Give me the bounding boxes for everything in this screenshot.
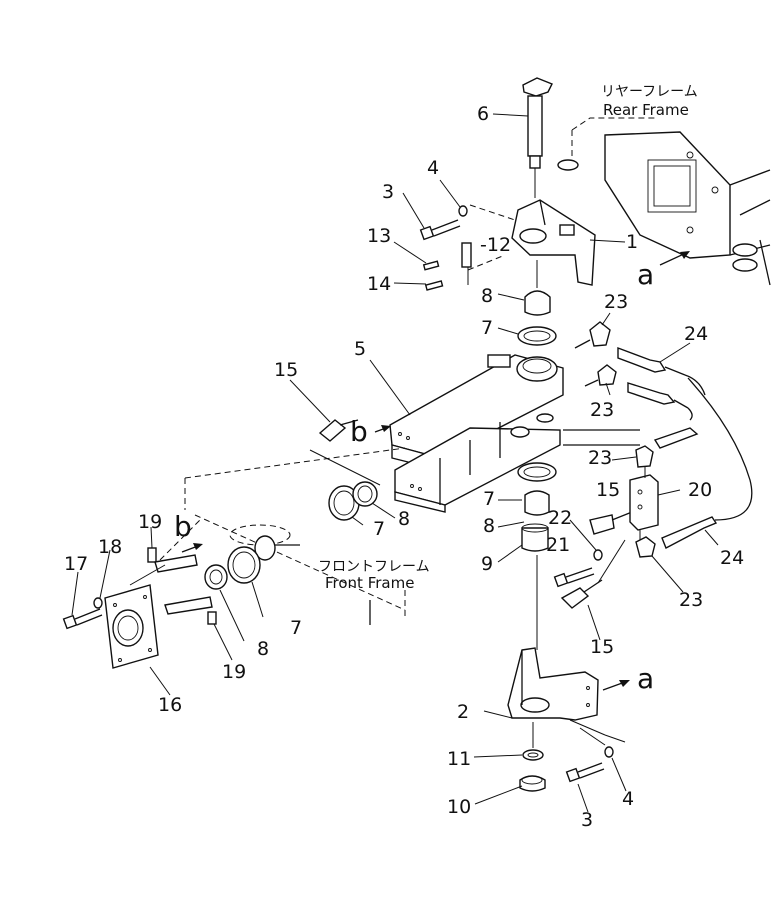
retainer-16: [104, 564, 166, 669]
label-part-4-bottom: 4: [622, 788, 634, 810]
label-part-8-lower: 8: [257, 638, 269, 660]
label-part-8-left: 8: [398, 508, 410, 530]
label-part-15-left: 15: [274, 359, 298, 381]
rear-frame-label-jp: リヤーフレーム: [601, 84, 698, 100]
label-part-8-mid: 8: [483, 515, 495, 537]
bolt-17: [62, 608, 103, 630]
bolt-21: [553, 567, 595, 588]
label-part-15-mid: 15: [596, 479, 620, 501]
label-part-21: 21: [546, 534, 570, 556]
bolt-3-bottom: [565, 762, 605, 783]
ref-b-left: b: [174, 510, 192, 543]
hose-24-bottom: [661, 516, 718, 549]
fitting-15-mid: [589, 511, 633, 535]
lower-bracket: [507, 647, 599, 721]
arrow-a-bottom: [602, 680, 630, 691]
arrow-a-top: [659, 251, 690, 266]
label-part-22: 22: [548, 507, 572, 529]
arrow-b-left: [181, 543, 203, 553]
shims-19: [147, 547, 217, 625]
fitting-15-bottom: [560, 539, 626, 609]
label-part-19-top: 19: [138, 511, 162, 533]
part-labels: 6 4 3 1 13 -12 14 8 7 23 24 5 15 23 23 2…: [64, 103, 744, 831]
label-part-12: -12: [480, 234, 511, 256]
label-part-4-top: 4: [427, 157, 439, 179]
fitting-23-mid: [584, 364, 617, 387]
block-20: [629, 474, 659, 545]
label-part-24-bottom: 24: [720, 547, 744, 569]
label-part-17: 17: [64, 553, 88, 575]
lock-washer-11: [522, 749, 544, 761]
label-part-23-d: 23: [679, 589, 703, 611]
label-part-10: 10: [447, 796, 471, 818]
center-frame: [389, 354, 640, 513]
front-frame: [159, 447, 406, 625]
ref-b-mid: b: [350, 415, 368, 448]
label-part-20: 20: [688, 479, 712, 501]
rear-frame-label-en: Rear Frame: [603, 101, 689, 119]
ref-a-bottom: a: [637, 662, 654, 695]
pin-14: [424, 280, 444, 291]
hose-24-top: [617, 346, 753, 521]
side-bushings: [328, 481, 378, 521]
label-part-3-bottom: 3: [581, 809, 593, 831]
pin-12: [461, 242, 472, 268]
label-part-3-top: 3: [382, 181, 394, 203]
arrow-b-mid: [374, 425, 391, 433]
label-part-13: 13: [367, 225, 391, 247]
label-part-18: 18: [98, 536, 122, 558]
label-part-7-left: 7: [373, 518, 385, 540]
fitting-23-upper: [574, 321, 611, 349]
label-part-1: 1: [626, 231, 638, 253]
fitting-23-block-top: [635, 445, 654, 478]
label-part-15-bottom: 15: [590, 636, 614, 658]
label-part-24-top: 24: [684, 323, 708, 345]
label-part-14: 14: [367, 273, 391, 295]
fitting-23-block-bottom: [635, 536, 656, 558]
label-part-9: 9: [481, 553, 493, 575]
label-part-23-b: 23: [590, 399, 614, 421]
ref-a-top: a: [637, 258, 654, 291]
label-part-7-mid: 7: [483, 488, 495, 510]
leader-lines: [71, 113, 719, 813]
upper-bushings: [517, 260, 557, 346]
bolt-3-top: [419, 219, 461, 241]
label-part-5: 5: [354, 338, 366, 360]
label-part-7-lower: 7: [290, 617, 302, 639]
front-bushings: [204, 546, 261, 590]
label-part-7-upper: 7: [481, 317, 493, 339]
lower-bushings: [517, 462, 557, 650]
label-part-19-bottom: 19: [222, 661, 246, 683]
label-part-6: 6: [477, 103, 489, 125]
front-frame-label-jp: フロントフレーム: [318, 559, 430, 575]
pin-13: [422, 260, 440, 271]
nut-10: [519, 775, 546, 792]
front-frame-label-en: Front Frame: [325, 574, 414, 592]
washer-4-bottom: [604, 746, 614, 758]
upper-bracket: [511, 199, 596, 286]
label-part-16: 16: [158, 694, 182, 716]
label-part-2: 2: [457, 701, 469, 723]
pin-6: [522, 77, 553, 198]
washer-18: [93, 597, 103, 609]
label-part-11: 11: [447, 748, 471, 770]
label-part-8-upper: 8: [481, 285, 493, 307]
washer-4-top: [458, 205, 468, 217]
fitting-15-left: [309, 419, 381, 486]
label-part-23-a: 23: [604, 291, 628, 313]
rear-frame: [557, 117, 771, 286]
label-part-23-c: 23: [588, 447, 612, 469]
washer-22: [593, 549, 603, 561]
